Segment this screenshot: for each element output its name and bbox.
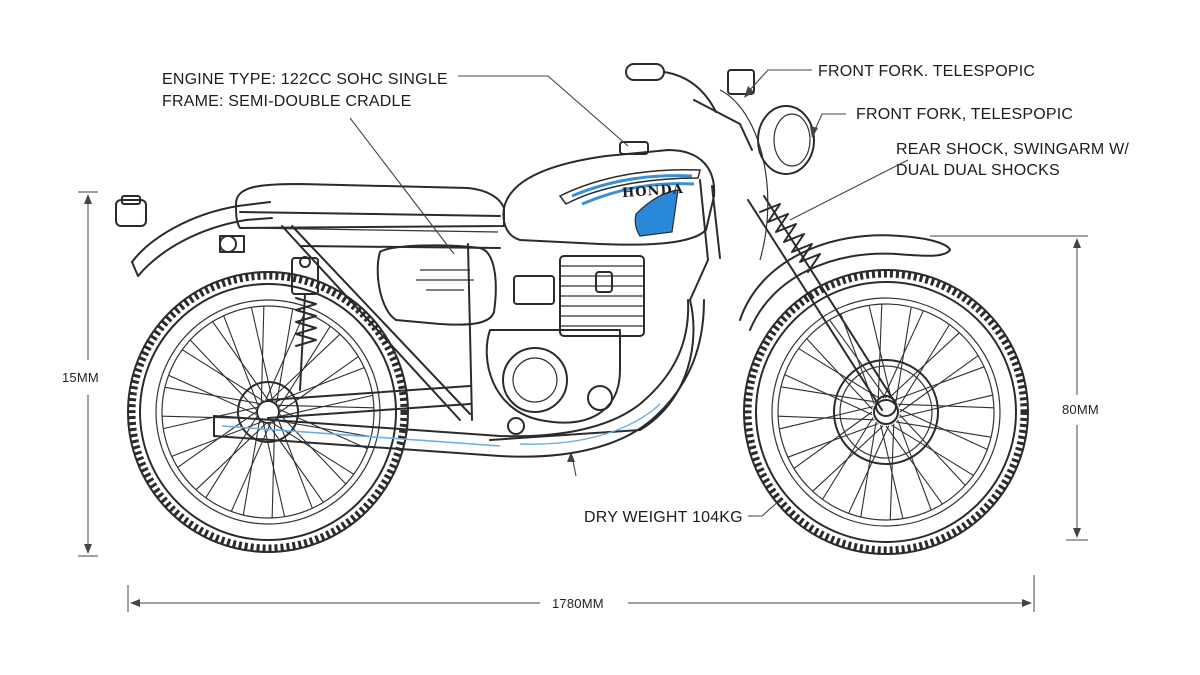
rear-wheel-spoke <box>269 333 341 401</box>
seat <box>235 183 505 233</box>
rear-wheel-spoke <box>223 315 259 406</box>
rear-wheel-spoke <box>260 306 265 403</box>
rear-wheel-spoke <box>272 422 355 475</box>
front-wheel-spoke <box>885 425 943 505</box>
rear-wheel-spoke <box>277 418 313 509</box>
front-wheel-spoke <box>822 417 874 500</box>
rear-wheel-spoke <box>278 394 373 418</box>
front-wheel-spoke <box>897 403 994 409</box>
rear-wheel-spoke <box>274 367 365 403</box>
rear-wheel-spoke <box>163 406 258 430</box>
headlight <box>727 69 815 175</box>
rear-wheel-spoke <box>181 349 264 402</box>
front-wheel-spoke <box>891 424 974 476</box>
fuel-tank <box>502 141 716 246</box>
front-wheel-spoke <box>798 348 881 400</box>
front-wheel-spoke <box>868 305 892 400</box>
rear-wheel-spoke <box>265 312 306 401</box>
rear-wheel-spoke <box>267 423 324 503</box>
front-fender <box>739 234 951 331</box>
front-fork-label-1: FRONT FORK. TELESPOPIC <box>818 63 1036 80</box>
overall-length-dimension: 1780MM <box>552 596 604 611</box>
rear-wheel-spoke <box>278 325 331 408</box>
rear-shock-label-line1: REAR SHOCK, SWINGARM W/ <box>896 141 1130 158</box>
front-wheel-spoke <box>898 324 950 407</box>
rear-wheel <box>127 271 409 553</box>
rear-wheel-spoke <box>276 419 372 438</box>
engine-type-label: ENGINE TYPE: 122CC SOHC SINGLE <box>162 71 448 88</box>
front-wheel <box>743 269 1029 555</box>
side-cover <box>376 244 497 326</box>
front-wheel-spoke <box>880 424 904 519</box>
front-wheel-spoke <box>860 421 877 518</box>
front-fork-label-2: FRONT FORK, TELESPOPIC <box>856 106 1074 123</box>
swingarm <box>267 385 471 419</box>
front-wheel-spoke <box>895 306 912 403</box>
front-wheel-spoke <box>829 319 887 399</box>
rear-wheel-spoke <box>230 423 271 512</box>
rear-shock-label-line2: DUAL DUAL SHOCKS <box>896 162 1060 179</box>
rear-wheel-spoke <box>177 411 257 468</box>
tank-brand-logo: HONDA <box>621 181 685 202</box>
handlebar <box>625 63 769 261</box>
dimension-lines <box>78 191 1088 612</box>
front-wheel-spoke <box>899 408 988 450</box>
front-wheel-spoke <box>780 386 877 403</box>
rear-wheel-spoke <box>275 308 294 404</box>
rear-wheel-spoke <box>212 321 269 401</box>
front-wheel-spoke <box>779 406 874 430</box>
rear-wheel-spoke <box>271 421 276 518</box>
frame-type-label: FRAME: SEMI-DOUBLE CRADLE <box>162 93 412 110</box>
rear-wheel-spoke <box>262 422 286 517</box>
rear-wheel-spoke <box>164 386 260 405</box>
right-height-dimension: 80MM <box>1062 402 1099 417</box>
rear-wheel-spoke <box>279 413 347 485</box>
rear-shock <box>291 256 319 391</box>
exhaust <box>213 299 705 458</box>
rear-wheel-spoke <box>195 423 267 491</box>
engine <box>485 255 645 435</box>
rear-fender <box>115 195 273 277</box>
front-wheel-spoke <box>793 411 873 469</box>
rear-wheel-spoke <box>279 356 359 413</box>
rear-wheel-spoke <box>168 374 257 415</box>
dry-weight-label: DRY WEIGHT 104KG <box>584 509 743 526</box>
leader-lines <box>349 69 909 517</box>
rear-wheel-spoke <box>205 416 258 499</box>
rear-wheel-spoke <box>250 307 274 402</box>
front-wheel-spoke <box>893 366 985 401</box>
rear-wheel-spoke <box>242 420 261 516</box>
front-fork <box>747 195 897 417</box>
rear-wheel-spoke <box>277 404 374 409</box>
left-height-dimension: 15MM <box>62 370 99 385</box>
rear-wheel-spoke <box>189 339 257 411</box>
